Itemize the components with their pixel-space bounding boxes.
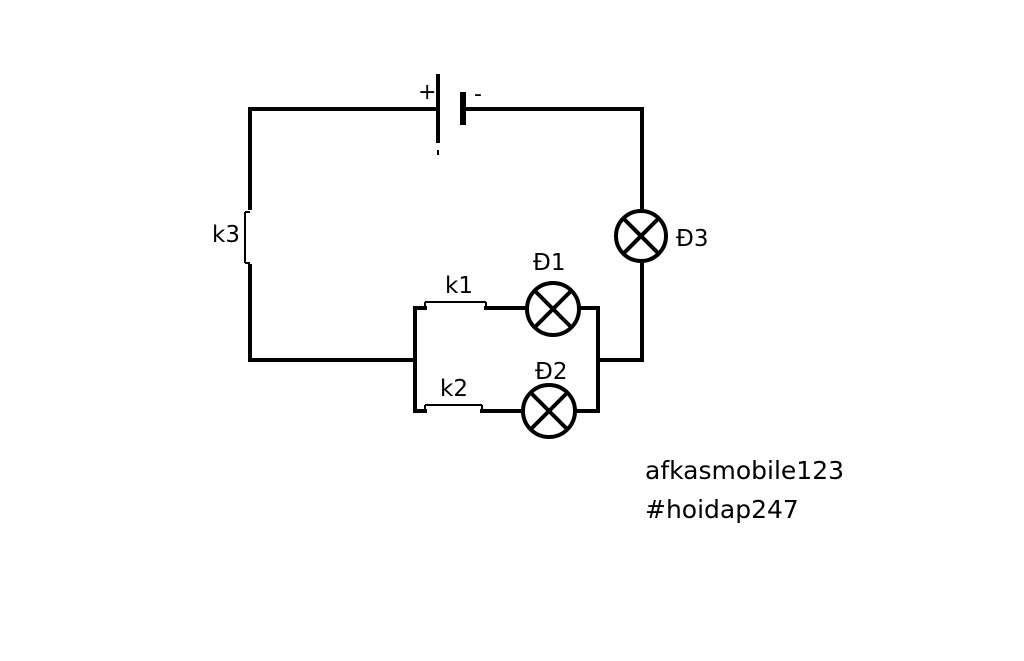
switch-k2-label: k2 xyxy=(440,376,468,402)
lamp-d1-label: Đ1 xyxy=(533,250,565,276)
battery: + - xyxy=(418,74,482,155)
lamp-d1-cross-b xyxy=(533,289,573,329)
wire-right-bottom xyxy=(596,260,644,362)
switch-k1: k1 xyxy=(424,273,487,308)
battery-positive-sign: + xyxy=(418,80,436,105)
lamp-d3-cross-b xyxy=(621,216,661,256)
watermark-hashtag: #hoidap247 xyxy=(645,495,799,524)
wire-left-bottom xyxy=(248,264,417,362)
lamp-d2-label: Đ2 xyxy=(535,359,567,385)
lamp-d3: Đ3 xyxy=(614,209,708,263)
lamp-d2-cross-b xyxy=(529,391,569,431)
watermark-username: afkasmobile123 xyxy=(645,456,844,485)
switch-k3: k3 xyxy=(212,211,250,264)
lamp-d2: Đ2 xyxy=(521,359,577,439)
wire-top-left xyxy=(248,107,440,210)
switch-k1-label: k1 xyxy=(445,273,473,299)
switch-k3-label: k3 xyxy=(212,222,240,248)
lamp-d1: Đ1 xyxy=(525,250,581,337)
lamp-d3-label: Đ3 xyxy=(676,226,708,252)
switch-k2: k2 xyxy=(424,376,483,411)
wire-top-right xyxy=(461,107,644,212)
battery-negative-sign: - xyxy=(474,82,482,107)
